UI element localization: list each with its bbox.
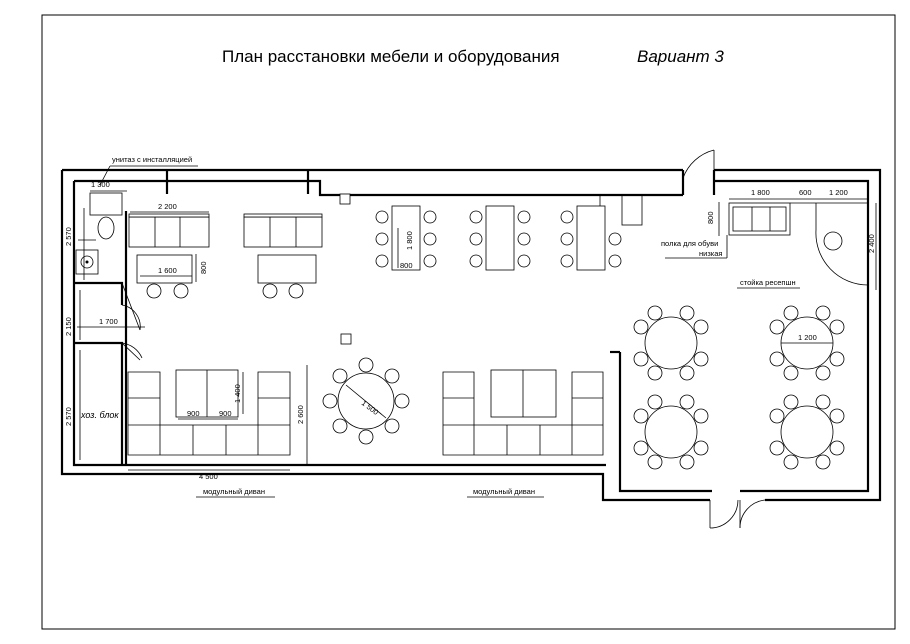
plan-variant: Вариант 3 bbox=[637, 47, 724, 66]
label-toilet: унитаз с инсталляцией bbox=[112, 155, 192, 164]
dim-2600: 2 600 bbox=[296, 405, 305, 424]
dim-900-a: 900 bbox=[187, 409, 200, 418]
dim-2400: 2 400 bbox=[867, 234, 876, 253]
dim-4500: 4 500 bbox=[199, 472, 218, 481]
doors bbox=[121, 149, 766, 529]
dim-1800-horizontal: 1 800 bbox=[751, 188, 770, 197]
dim-1300: 1 300 bbox=[91, 180, 110, 189]
label-shoe-shelf: полка для обуви bbox=[661, 239, 718, 248]
drawing-frame bbox=[41, 14, 896, 630]
dimension-lines bbox=[77, 165, 877, 498]
round-table-3 bbox=[633, 394, 709, 470]
dim-600: 600 bbox=[799, 188, 812, 197]
dim-800-table: 800 bbox=[400, 261, 413, 270]
dim-1400: 1 400 bbox=[233, 384, 242, 403]
dim-900-b: 900 bbox=[219, 409, 232, 418]
dim-800-left: 800 bbox=[199, 261, 208, 274]
plan-title: План расстановки мебели и оборудования bbox=[222, 47, 560, 66]
label-shoe-shelf-low: низкая bbox=[699, 249, 722, 258]
dim-2570-top: 2 570 bbox=[64, 227, 73, 246]
round-table-4 bbox=[769, 394, 845, 470]
label-storage: хоз. блок bbox=[80, 410, 119, 420]
label-sofa-right: модульный диван bbox=[473, 487, 535, 496]
dim-1700: 1 700 bbox=[99, 317, 118, 326]
dim-1600: 1 600 bbox=[158, 266, 177, 275]
label-sofa-left: модульный диван bbox=[203, 487, 265, 496]
dim-1200-top: 1 200 bbox=[829, 188, 848, 197]
dim-2150: 2 150 bbox=[64, 317, 73, 336]
round-table-1 bbox=[633, 305, 709, 381]
dim-800-shelf: 800 bbox=[706, 211, 715, 224]
bathroom-fixtures bbox=[75, 192, 123, 275]
dim-1200-round-table: 1 200 bbox=[798, 333, 817, 342]
dim-2200: 2 200 bbox=[158, 202, 177, 211]
dim-1800-vertical: 1 800 bbox=[405, 231, 414, 250]
room-labels: унитаз с инсталляцией хоз. блок модульны… bbox=[80, 155, 796, 496]
dim-2570-bottom: 2 570 bbox=[64, 407, 73, 426]
label-reception: стойка ресепшн bbox=[740, 278, 796, 287]
furniture bbox=[127, 202, 869, 470]
